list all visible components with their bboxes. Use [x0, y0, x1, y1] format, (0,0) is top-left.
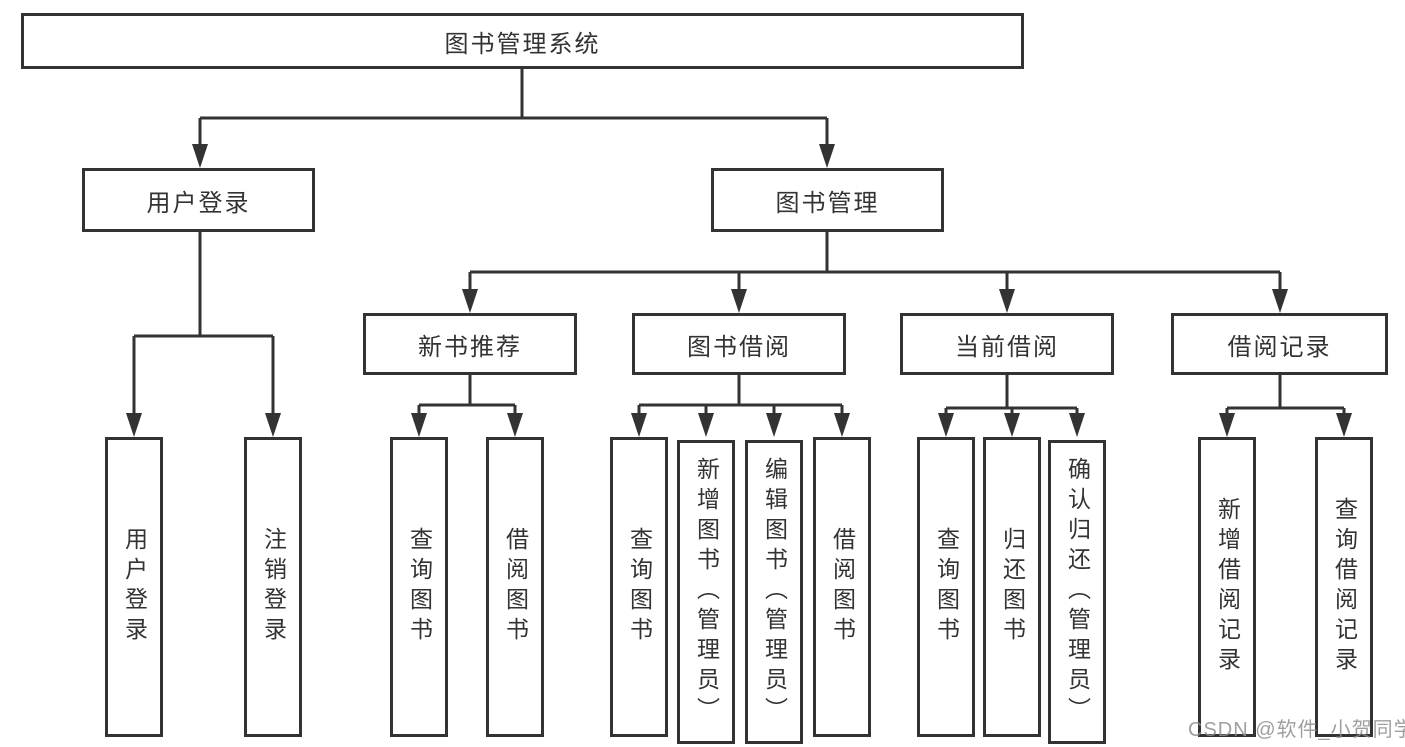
node-user-login: 用户登录 [82, 168, 315, 232]
leaf-user-login-label: 用户登录 [121, 527, 148, 647]
node-borrow-records: 借阅记录 [1171, 313, 1388, 375]
leaf-edit-book-admin: 编辑图书（管理员） [745, 440, 803, 744]
node-library-system: 图书管理系统 [21, 13, 1024, 69]
node-new-book-recommend-label: 新书推荐 [418, 333, 522, 361]
leaf-confirm-return-admin: 确认归还（管理员） [1048, 440, 1106, 744]
leaf-borrow-book: 借阅图书 [813, 437, 871, 737]
leaf-borrow-book-recommend: 借阅图书 [486, 437, 544, 737]
leaf-return-book-label: 归还图书 [999, 527, 1026, 647]
node-borrow-records-label: 借阅记录 [1227, 333, 1332, 361]
leaf-query-book-current-label: 查询图书 [933, 527, 960, 647]
node-book-management: 图书管理 [711, 168, 944, 232]
node-user-login-label: 用户登录 [146, 189, 251, 217]
node-book-borrow-label: 图书借阅 [687, 333, 791, 361]
leaf-borrow-book-recommend-label: 借阅图书 [502, 527, 529, 647]
node-current-borrow-label: 当前借阅 [955, 333, 1059, 361]
leaf-add-borrow-record: 新增借阅记录 [1198, 437, 1256, 737]
leaf-query-book-borrow-label: 查询图书 [626, 527, 653, 647]
leaf-add-book-admin: 新增图书（管理员） [677, 440, 735, 744]
csdn-watermark: CSDN @软件_小贺同学 [1188, 719, 1405, 741]
leaf-query-book-recommend: 查询图书 [390, 437, 448, 737]
node-current-borrow: 当前借阅 [900, 313, 1114, 375]
leaf-query-book-borrow: 查询图书 [610, 437, 668, 737]
leaf-return-book: 归还图书 [983, 437, 1041, 737]
leaf-query-book-recommend-label: 查询图书 [406, 527, 433, 647]
leaf-user-login: 用户登录 [105, 437, 163, 737]
leaf-logout-label: 注销登录 [260, 527, 287, 647]
node-book-borrow: 图书借阅 [632, 313, 846, 375]
leaf-query-borrow-record-label: 查询借阅记录 [1331, 497, 1358, 677]
node-book-management-label: 图书管理 [775, 189, 880, 217]
leaf-add-book-admin-label: 新增图书（管理员） [693, 457, 720, 727]
leaf-add-borrow-record-label: 新增借阅记录 [1214, 497, 1241, 677]
leaf-edit-book-admin-label: 编辑图书（管理员） [761, 457, 788, 727]
leaf-query-borrow-record: 查询借阅记录 [1315, 437, 1373, 737]
node-new-book-recommend: 新书推荐 [363, 313, 577, 375]
leaf-borrow-book-label: 借阅图书 [829, 527, 856, 647]
leaf-query-book-current: 查询图书 [917, 437, 975, 737]
leaf-logout: 注销登录 [244, 437, 302, 737]
node-library-system-label: 图书管理系统 [444, 30, 601, 58]
leaf-confirm-return-admin-label: 确认归还（管理员） [1064, 457, 1091, 727]
arrowhead-icons [126, 144, 1352, 437]
